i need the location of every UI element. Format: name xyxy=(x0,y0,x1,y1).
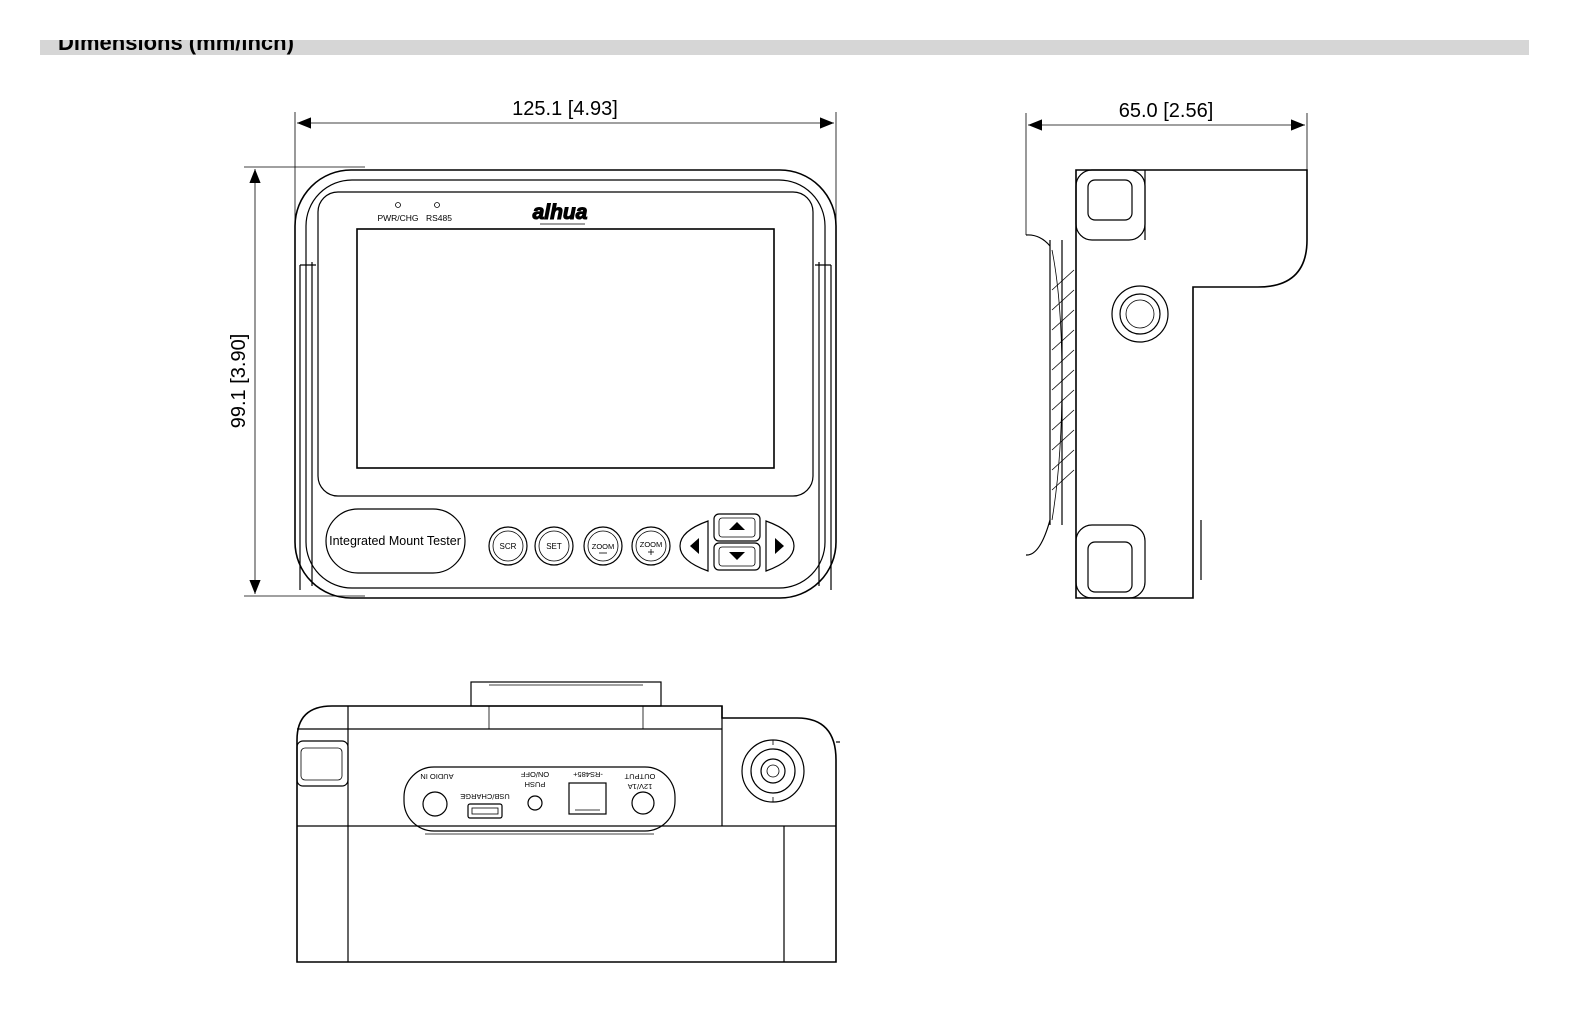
zoom-plus-button[interactable]: ZOOM xyxy=(631,526,671,566)
side-top-bumper xyxy=(1075,169,1146,241)
front-bezel xyxy=(317,191,814,497)
front-side-bumpers xyxy=(299,262,832,590)
zoom-minus-label: ZOOM xyxy=(592,542,615,551)
side-grip-hatching xyxy=(1051,269,1075,491)
port-plate xyxy=(403,766,676,832)
side-top-bumper-inset xyxy=(1087,179,1133,221)
power-switch xyxy=(527,795,543,811)
down-arrow-icon xyxy=(729,552,745,560)
side-body xyxy=(1075,169,1308,599)
usb-charge-label: USB/CHARGE xyxy=(460,792,510,801)
nav-right-button[interactable] xyxy=(765,520,795,572)
usb-charge-port-inner xyxy=(471,807,499,815)
side-front-curve xyxy=(1051,249,1063,521)
bnc-connector-ring xyxy=(750,748,796,794)
nav-left-button[interactable] xyxy=(679,520,709,572)
product-label: Integrated Mount Tester xyxy=(329,534,461,548)
scr-button-label: SCR xyxy=(500,542,517,551)
front-screen xyxy=(356,228,775,469)
side-front-lips xyxy=(1025,234,1051,556)
nav-up-button[interactable] xyxy=(713,513,761,542)
rs485-port xyxy=(568,782,607,815)
brand-logo: alhua xyxy=(533,201,588,224)
nav-down-button[interactable] xyxy=(713,542,761,571)
push-label: PUSH xyxy=(525,780,546,789)
set-button-label: SET xyxy=(546,542,562,551)
power-indicator-label: PWR/CHG xyxy=(377,213,418,223)
front-view: 125.1 [4.93] 99.1 [3.90] PWR/CHG RS485 a… xyxy=(228,98,837,599)
side-connector-core xyxy=(1125,299,1155,329)
rs485-indicator-led xyxy=(434,202,440,208)
side-view: 65.0 [2.56] xyxy=(1025,100,1308,599)
bnc-connector-inner xyxy=(760,758,786,784)
on-off-label: ON/OFF xyxy=(520,770,549,779)
scr-button[interactable]: SCR xyxy=(488,526,528,566)
bottom-handle xyxy=(470,681,662,707)
left-arrow-icon xyxy=(690,538,699,554)
section-header: Dimensions (mm/inch) xyxy=(40,40,1529,55)
output-label: OUTPUT xyxy=(624,772,655,781)
power-rating-label: 12V/1A xyxy=(628,782,653,791)
section-title: Dimensions (mm/inch) xyxy=(58,40,294,55)
audio-in-label: AUDIO IN xyxy=(420,772,453,781)
product-label-badge xyxy=(325,508,466,574)
up-arrow-icon xyxy=(729,522,745,530)
front-body-inner xyxy=(305,179,826,589)
front-width-label: 125.1 [4.93] xyxy=(512,98,618,120)
front-body-outer xyxy=(294,169,837,599)
set-button[interactable]: SET xyxy=(534,526,574,566)
side-connector-ring xyxy=(1119,293,1161,335)
right-arrow-icon xyxy=(775,538,784,554)
bottom-body xyxy=(296,705,837,963)
power-indicator-led xyxy=(395,202,401,208)
zoom-minus-button[interactable]: ZOOM xyxy=(583,526,623,566)
bnc-connector-pin xyxy=(766,764,780,778)
bottom-left-bumper-slot-inner xyxy=(300,747,343,781)
output-port xyxy=(631,791,655,815)
usb-charge-port xyxy=(467,803,503,819)
side-bottom-bumper-inset xyxy=(1087,541,1133,593)
side-connector-outer xyxy=(1111,285,1169,343)
front-height-label: 99.1 [3.90] xyxy=(228,334,250,429)
rs485-indicator-label: RS485 xyxy=(426,213,452,223)
bottom-left-bumper-slot xyxy=(296,740,349,787)
audio-in-port xyxy=(422,791,448,817)
bottom-view: AUDIO IN USB/CHARGE PUSH ON/OFF -RS485+ … xyxy=(296,681,840,963)
side-bottom-bumper xyxy=(1075,524,1146,599)
rs485-label: -RS485+ xyxy=(572,770,602,779)
side-depth-label: 65.0 [2.56] xyxy=(1119,100,1214,122)
zoom-plus-label: ZOOM xyxy=(640,540,663,549)
